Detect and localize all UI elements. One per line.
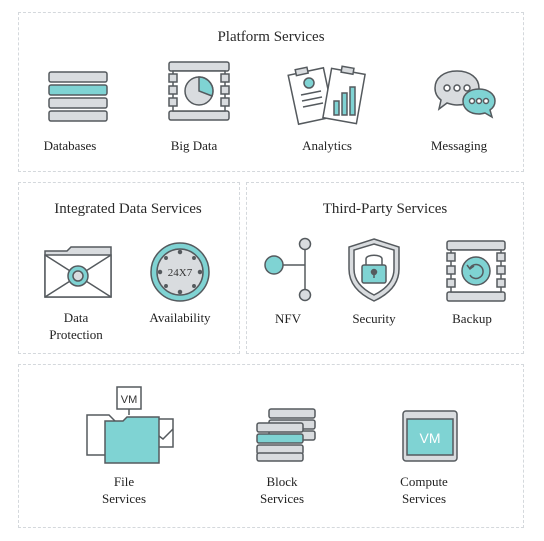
block-services-label: Block Services (227, 473, 337, 507)
data-protection-label: Data Protection (21, 309, 131, 343)
compute-services-vm-text: VM (420, 430, 441, 446)
file-services-vm-text: VM (121, 394, 138, 406)
platform-services-title: Platform Services (217, 29, 325, 45)
third-party-services-panel: Third-Party Services NFV Secu (246, 182, 524, 354)
big-data-label: Big Data (170, 138, 218, 153)
file-services-label-line1: File (113, 474, 135, 489)
block-services-icon (255, 407, 319, 463)
security-label: Security (352, 311, 396, 326)
big-data-icon (167, 60, 231, 122)
integrated-data-services-panel: Integrated Data Services Data Protection (18, 182, 240, 354)
messaging-label: Messaging (430, 138, 488, 153)
file-services-label-line2: Services (101, 491, 147, 506)
file-services-icon: VM (85, 385, 175, 467)
data-protection-icon (43, 245, 113, 299)
block-services-label-line2: Services (259, 491, 305, 506)
databases-label: Databases (43, 138, 97, 153)
infrastructure-services-panel: VM File Services Block Services (18, 364, 524, 528)
analytics-label: Analytics (302, 138, 352, 153)
file-services-label: File Services (69, 473, 179, 507)
compute-services-label: Compute Services (369, 473, 479, 507)
backup-icon (445, 239, 507, 303)
nfv-label: NFV (274, 311, 301, 326)
third-party-services-title: Third-Party Services (322, 201, 448, 217)
availability-label: Availability (149, 310, 211, 325)
availability-clock-text: 24X7 (168, 267, 193, 279)
backup-label: Backup (452, 311, 492, 326)
data-protection-label-line1: Data (63, 310, 89, 325)
availability-clock-icon: 24X7 (149, 241, 211, 303)
messaging-icon (433, 69, 497, 119)
compute-services-label-line1: Compute (400, 474, 448, 489)
platform-services-panel: Platform Services Databases (18, 12, 524, 172)
compute-services-icon: VM (401, 409, 459, 463)
compute-services-label-line2: Services (401, 491, 447, 506)
data-protection-label-line2: Protection (49, 327, 103, 342)
analytics-icon (287, 63, 367, 127)
database-icon (47, 70, 109, 122)
block-services-label-line1: Block (266, 474, 298, 489)
security-shield-icon (347, 237, 401, 303)
nfv-icon (261, 237, 313, 303)
integrated-data-services-title: Integrated Data Services (54, 201, 202, 217)
